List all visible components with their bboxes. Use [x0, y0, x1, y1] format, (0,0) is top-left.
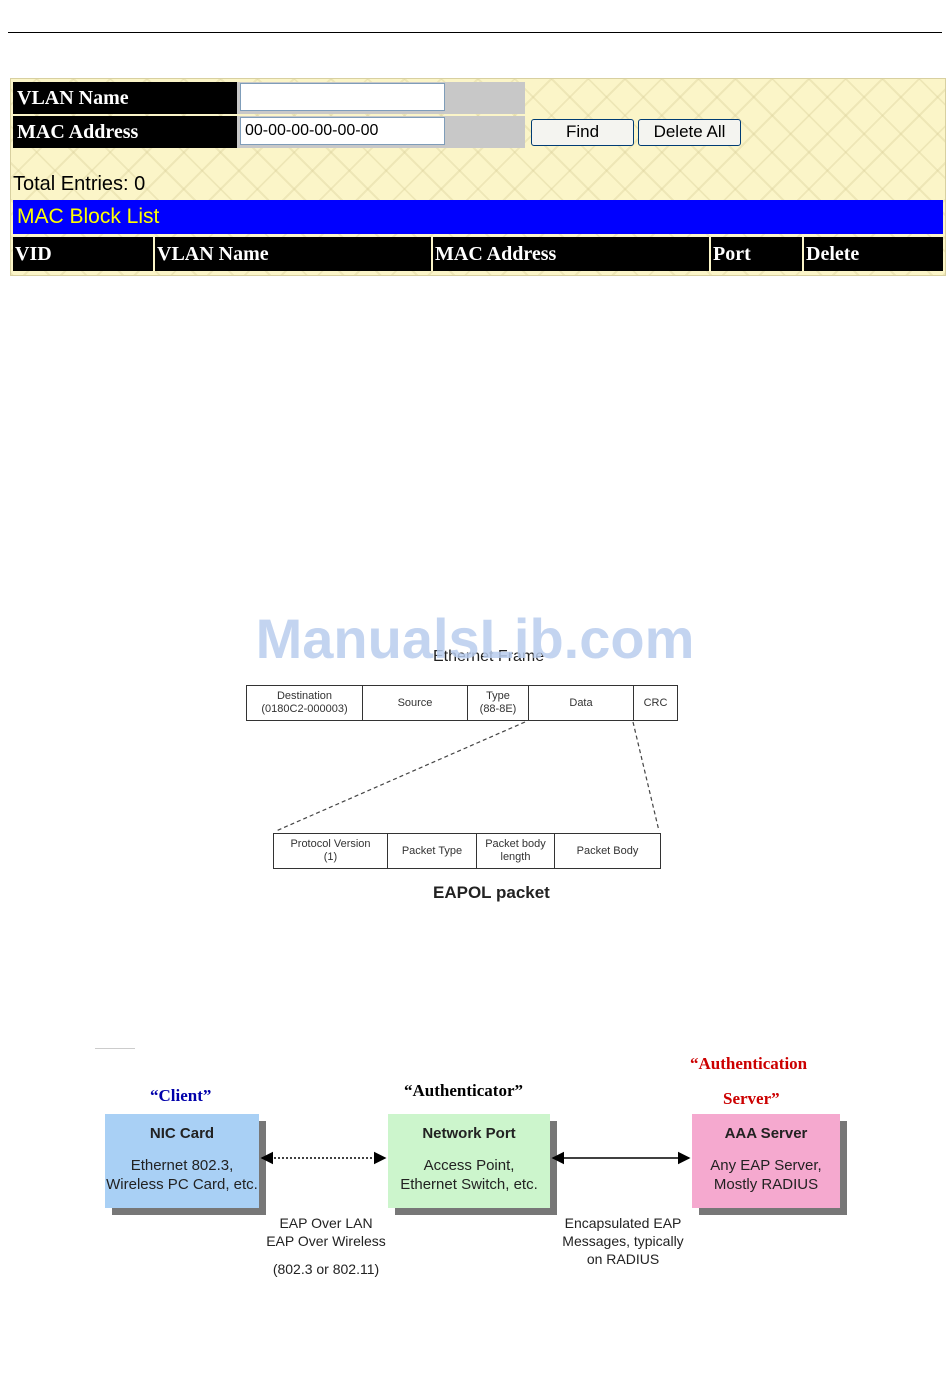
frame-field-crc: CRC: [634, 686, 677, 720]
encapsulated-eap-line1: Encapsulated EAP: [564, 1215, 682, 1231]
encapsulated-eap-note: Encapsulated EAP Messages, typically on …: [545, 1214, 701, 1268]
vlan-name-label: VLAN Name: [13, 82, 237, 114]
role-authentication-server-line2: Server”: [723, 1089, 780, 1108]
frame-field-type: Type (88-8E): [468, 686, 529, 720]
eapol-packet-row: Protocol Version (1) Packet Type Packet …: [273, 833, 661, 869]
nic-card-desc: Ethernet 802.3, Wireless PC Card, etc.: [105, 1156, 259, 1194]
eap-over-lan-line1: EAP Over LAN: [279, 1215, 373, 1231]
frame-field-data: Data: [529, 686, 634, 720]
ethernet-frame-title: Ethernet Frame: [433, 648, 545, 665]
ethernet-frame-row: Destination (0180C2-000003) Source Type …: [246, 685, 678, 721]
eapol-field-packet-body-length-line2: length: [500, 851, 531, 863]
diagram-corner-mark: [95, 1048, 135, 1049]
nic-card-desc-line1: Ethernet 802.3,: [130, 1157, 234, 1174]
network-port-title: Network Port: [422, 1125, 516, 1142]
encapsulated-eap-line3: on RADIUS: [586, 1251, 660, 1267]
eapol-field-protocol-version-line1: Protocol Version: [290, 838, 371, 850]
role-client: “Client”: [150, 1086, 212, 1105]
eapol-field-packet-body-length: Packet body length: [477, 834, 555, 868]
eapol-field-packet-body: Packet Body: [555, 834, 660, 868]
aaa-server-title: AAA Server: [724, 1125, 808, 1142]
eapol-field-protocol-version: Protocol Version (1): [274, 834, 388, 868]
eapol-field-protocol-version-line2: (1): [323, 851, 338, 863]
network-port-box: Network Port Access Point, Ethernet Swit…: [388, 1114, 550, 1208]
frame-field-type-line2: (88-8E): [479, 703, 517, 715]
aaa-server-desc-line2: Mostly RADIUS: [713, 1176, 819, 1193]
role-authenticator: “Authenticator”: [404, 1081, 523, 1100]
frame-field-destination-line1: Destination: [276, 690, 333, 702]
nic-card-title: NIC Card: [149, 1125, 215, 1142]
role-authentication-server-line1: “Authentication: [690, 1054, 808, 1073]
eapol-packet-label: EAPOL packet: [433, 883, 550, 902]
find-button[interactable]: Find: [531, 119, 634, 146]
expansion-line-right: [632, 721, 660, 832]
network-port-desc-line2: Ethernet Switch, etc.: [400, 1176, 538, 1193]
network-port-desc: Access Point, Ethernet Switch, etc.: [388, 1156, 550, 1194]
frame-field-destination-line2: (0180C2-000003): [261, 703, 348, 715]
encapsulated-eap-line2: Messages, typically: [562, 1233, 684, 1249]
eap-over-lan-note: EAP Over LAN EAP Over Wireless (802.3 or…: [248, 1214, 404, 1278]
aaa-server-desc: Any EAP Server, Mostly RADIUS: [692, 1156, 840, 1194]
total-entries: Total Entries: 0: [13, 173, 146, 195]
frame-field-type-line1: Type: [486, 690, 510, 702]
aaa-server-desc-line1: Any EAP Server,: [710, 1157, 822, 1174]
mac-block-list-title: MAC Block List: [13, 200, 943, 234]
nic-card-desc-line2: Wireless PC Card, etc.: [106, 1176, 258, 1193]
mac-address-input[interactable]: 00-00-00-00-00-00: [240, 117, 445, 145]
eap-over-lan-line2: EAP Over Wireless: [266, 1233, 386, 1249]
nic-card-box: NIC Card Ethernet 802.3, Wireless PC Car…: [105, 1114, 259, 1208]
mac-block-panel: VLAN Name MAC Address 00-00-00-00-00-00 …: [10, 78, 946, 276]
manualslib-watermark: ManualsLib.com: [255, 607, 695, 670]
eapol-field-packet-type: Packet Type: [388, 834, 477, 868]
delete-all-button[interactable]: Delete All: [638, 119, 741, 146]
column-header-mac-address: MAC Address: [433, 237, 711, 271]
mac-address-label: MAC Address: [13, 116, 237, 148]
expansion-line-left: [275, 721, 526, 832]
eap-over-lan-line3: (802.3 or 802.11): [272, 1261, 380, 1277]
frame-field-source: Source: [363, 686, 468, 720]
column-header-delete: Delete: [804, 237, 943, 271]
aaa-server-box: AAA Server Any EAP Server, Mostly RADIUS: [692, 1114, 840, 1208]
network-port-desc-line1: Access Point,: [423, 1157, 515, 1174]
column-header-port: Port: [711, 237, 804, 271]
header-rule: [8, 32, 942, 33]
column-header-vid: VID: [13, 237, 155, 271]
vlan-name-input[interactable]: [240, 83, 445, 111]
column-header-vlan-name: VLAN Name: [155, 237, 433, 271]
frame-field-destination: Destination (0180C2-000003): [247, 686, 363, 720]
eapol-field-packet-body-length-line1: Packet body: [485, 838, 546, 850]
